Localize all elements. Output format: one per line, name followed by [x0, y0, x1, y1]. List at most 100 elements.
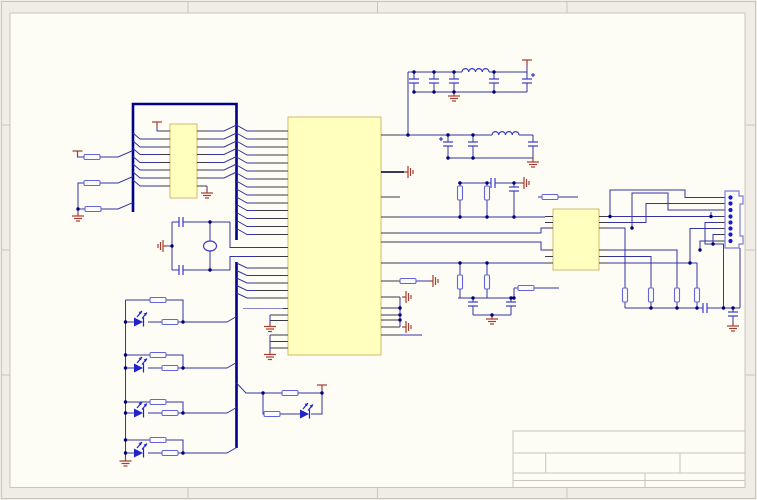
wire[interactable]: [178, 407, 237, 414]
wire[interactable]: [207, 140, 237, 148]
connector-pin-dot[interactable]: [728, 207, 733, 213]
ground-symbol[interactable]: [201, 189, 213, 199]
power-rail-symbol[interactable]: [152, 121, 162, 127]
resistor[interactable]: [161, 318, 179, 326]
wire[interactable]: [178, 362, 237, 369]
wire[interactable]: [132, 132, 160, 140]
wire[interactable]: [236, 132, 256, 140]
capacitor[interactable]: [522, 78, 532, 84]
resistor[interactable]: [673, 287, 681, 303]
connector-pin-dot[interactable]: [728, 201, 733, 206]
main-ic[interactable]: [287, 116, 382, 356]
wire[interactable]: [689, 228, 718, 264]
capacitor[interactable]: [443, 141, 453, 147]
ground-symbol[interactable]: [157, 240, 167, 252]
wire[interactable]: [229, 256, 255, 271]
connector-pin-dot[interactable]: [728, 220, 733, 225]
led[interactable]: [134, 310, 148, 327]
inductor[interactable]: [491, 131, 520, 136]
connector-pin-dot[interactable]: [728, 226, 733, 231]
resistor[interactable]: [149, 296, 167, 304]
resistor[interactable]: [161, 449, 179, 457]
connector-pin-dot[interactable]: [728, 195, 733, 200]
power-rail-symbol[interactable]: [317, 384, 327, 390]
resistor[interactable]: [149, 351, 167, 359]
wire[interactable]: [236, 148, 256, 156]
wire[interactable]: [236, 212, 256, 219]
wire[interactable]: [166, 439, 184, 453]
wire[interactable]: [178, 316, 237, 323]
wire[interactable]: [101, 202, 134, 210]
wire[interactable]: [607, 256, 652, 289]
wire[interactable]: [166, 354, 184, 368]
resistor[interactable]: [621, 287, 629, 303]
wire[interactable]: [400, 227, 545, 234]
capacitor[interactable]: [509, 186, 519, 192]
resistor[interactable]: [517, 284, 535, 292]
power-port-symbol[interactable]: [402, 321, 412, 333]
resistor[interactable]: [161, 364, 179, 372]
wire[interactable]: [236, 270, 256, 276]
wire[interactable]: [207, 171, 237, 179]
buffer-ic[interactable]: [169, 123, 198, 199]
resistor[interactable]: [541, 193, 559, 201]
resistor[interactable]: [149, 436, 167, 444]
ground-symbol[interactable]: [527, 158, 539, 168]
wire[interactable]: [236, 156, 256, 164]
wire[interactable]: [207, 132, 237, 140]
resistor[interactable]: [161, 409, 179, 417]
wire[interactable]: [236, 292, 256, 299]
resistor[interactable]: [263, 410, 281, 418]
wire[interactable]: [77, 156, 85, 158]
wire[interactable]: [236, 196, 256, 204]
capacitor[interactable]: [409, 78, 419, 84]
wire[interactable]: [166, 401, 184, 413]
led[interactable]: [134, 401, 148, 418]
connector-pin-dot[interactable]: [728, 238, 733, 244]
capacitor[interactable]: [178, 265, 184, 275]
wire[interactable]: [166, 299, 184, 322]
capacitor[interactable]: [728, 311, 738, 317]
ground-symbol[interactable]: [264, 322, 276, 333]
wire[interactable]: [236, 124, 256, 132]
wire[interactable]: [178, 447, 237, 454]
wire[interactable]: [236, 262, 256, 269]
wire[interactable]: [156, 127, 160, 132]
resistor[interactable]: [456, 185, 464, 201]
resistor[interactable]: [149, 398, 167, 406]
wire[interactable]: [207, 163, 237, 171]
crystal[interactable]: [202, 240, 218, 252]
resistor[interactable]: [456, 274, 464, 290]
wire[interactable]: [236, 204, 256, 211]
capacitor[interactable]: [429, 78, 439, 84]
led[interactable]: [300, 402, 314, 419]
ground-symbol[interactable]: [486, 315, 498, 325]
wire[interactable]: [236, 285, 256, 291]
power-port-symbol[interactable]: [429, 275, 439, 287]
ground-symbol[interactable]: [264, 350, 276, 361]
capacitor[interactable]: [506, 301, 516, 307]
wire[interactable]: [132, 156, 160, 163]
wire[interactable]: [607, 249, 678, 288]
connector-pin-dot[interactable]: [728, 214, 733, 219]
wire[interactable]: [132, 163, 160, 171]
capacitor[interactable]: [528, 141, 538, 147]
power-port-symbol[interactable]: [404, 166, 414, 178]
wire[interactable]: [207, 156, 237, 163]
inductor[interactable]: [461, 68, 490, 73]
wire[interactable]: [236, 220, 256, 227]
wire[interactable]: [607, 262, 698, 288]
wire[interactable]: [207, 124, 237, 132]
resistor[interactable]: [83, 179, 101, 187]
wire[interactable]: [100, 176, 134, 184]
capacitor[interactable]: [178, 217, 184, 227]
ground-symbol[interactable]: [119, 457, 132, 467]
resistor[interactable]: [83, 153, 101, 161]
capacitor[interactable]: [468, 141, 478, 147]
led[interactable]: [134, 356, 148, 373]
resistor[interactable]: [84, 205, 102, 213]
wire[interactable]: [132, 179, 160, 187]
resistor[interactable]: [483, 185, 491, 201]
resistor[interactable]: [647, 287, 655, 303]
wire[interactable]: [132, 171, 160, 179]
